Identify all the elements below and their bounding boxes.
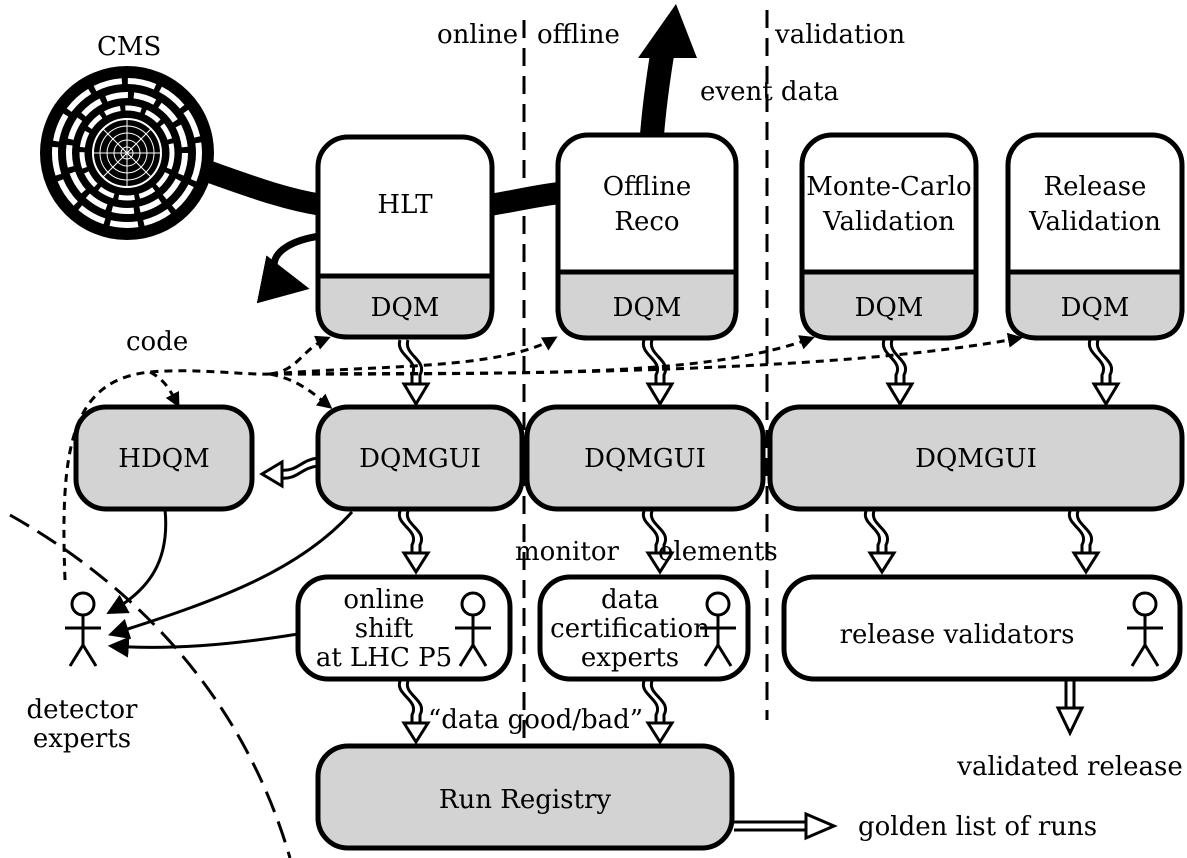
online-shift-label-1: online [343,585,424,615]
hlt-loop-arrow [256,232,321,304]
data-certification-box [537,574,751,682]
event-data-arrowhead [638,4,697,58]
data-cert-label-1: data [601,585,659,615]
gui-to-hdqm-arrow [259,456,319,489]
release-validation-box [1005,132,1185,341]
offline-dqmgui-box [524,404,766,512]
code-label: code [126,327,188,357]
release-validators-box [781,574,1183,682]
run-registry-box [315,743,735,851]
data-cert-label-2: certification [550,614,710,644]
online-shift-label-2: shift [355,614,414,644]
gui-to-shift-arrows [397,510,1101,575]
dqm-to-gui-arrows [397,339,1121,407]
detector-boundary [9,513,292,858]
hdqm-label: HDQM [118,444,209,474]
golden-list-arrow [734,811,838,841]
data-good-bad-label: “data good/bad” [428,705,643,735]
elements-label: elements [658,537,778,567]
validation-label: validation [774,20,905,50]
monitor-label: monitor [515,537,619,567]
online-dqmgui-label: DQMGUI [359,444,481,474]
event-data-label: event data [700,77,839,107]
run-registry-label: Run Registry [439,785,611,815]
person-icon [65,591,101,667]
data-cert-label-3: experts [581,643,679,673]
person-icon [455,591,491,667]
offline-reco-label-2: Reco [614,207,679,237]
hlt-label: HLT [377,190,433,220]
offline-reco-box [555,132,739,341]
mc-validation-dqm-label: DQM [855,293,924,323]
validation-dqmgui-box [767,404,1185,512]
mc-validation-label-1: Monte-Carlo [806,172,971,202]
detector-experts-label-2: experts [33,724,131,754]
person-icon [700,591,736,667]
mc-validation-label-2: Validation [822,207,955,237]
detector-experts-label-1: detector [27,695,139,725]
release-validators-label: release validators [840,620,1075,650]
online-label: online [437,20,518,50]
hdqm-box [73,404,255,512]
cms-label: CMS [97,32,161,62]
validation-dqmgui-label: DQMGUI [915,444,1037,474]
offline-reco-dqm-label: DQM [613,293,682,323]
cms-to-hlt-flow [206,161,324,216]
release-validation-label-2: Validation [1028,207,1161,237]
golden-list-label: golden list of runs [858,812,1097,842]
code-arrows [62,332,1023,581]
online-shift-box [295,574,513,682]
offline-label: offline [537,20,620,50]
mc-validation-box [799,132,979,341]
cms-detector-icon [40,66,214,240]
validated-release-label: validated release [956,752,1182,782]
offline-reco-label-1: Offline [603,172,692,202]
hlt-to-reco-flow [488,182,562,216]
to-detector-experts-arrows [106,508,354,658]
release-validation-dqm-label: DQM [1061,293,1130,323]
person-icon [1127,591,1163,667]
hlt-box [315,134,495,340]
offline-dqmgui-label: DQMGUI [584,444,706,474]
hlt-dqm-label: DQM [371,293,440,323]
validated-release-arrow [1055,681,1085,737]
online-shift-label-3: at LHC P5 [316,643,452,673]
release-validation-label-1: Release [1044,172,1147,202]
event-data-flow [640,53,674,136]
to-run-registry-arrows [397,680,675,745]
